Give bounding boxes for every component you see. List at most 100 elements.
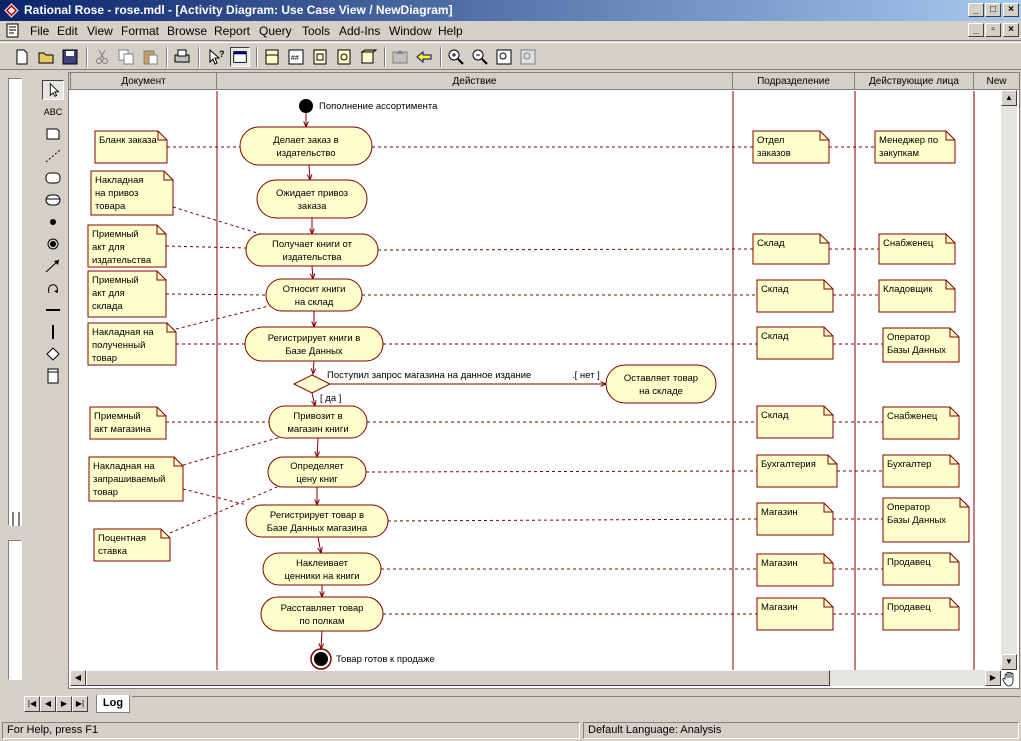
transition-arrow[interactable] <box>314 437 321 459</box>
transition-arrow[interactable] <box>314 487 320 507</box>
browser-view-icon[interactable] <box>230 47 250 67</box>
text-box-tool[interactable]: ABC <box>43 107 63 117</box>
diagram-canvas[interactable]: Документ Действие Подразделение Действую… <box>68 72 1020 689</box>
end-state-icon[interactable] <box>42 234 64 254</box>
cut-icon[interactable] <box>92 47 112 67</box>
scroll-right-button[interactable]: ▶ <box>985 670 1001 686</box>
activity-tool-icon[interactable] <box>42 190 64 210</box>
tab-prev-button[interactable]: ◀ <box>40 696 56 712</box>
document-icon[interactable] <box>5 23 20 38</box>
new-file-icon[interactable] <box>12 47 32 67</box>
scroll-down-button[interactable]: ▼ <box>1001 654 1017 670</box>
swimlane-tool-icon[interactable] <box>42 366 64 386</box>
menu-format[interactable]: Format <box>121 24 160 38</box>
transition-arrow[interactable] <box>330 381 608 387</box>
lane-header-department[interactable]: Подразделение <box>733 73 855 90</box>
transition-arrow[interactable] <box>309 218 315 236</box>
start-state[interactable]: Пополнение ассортимента <box>299 99 438 113</box>
tab-last-button[interactable]: ▶| <box>72 696 88 712</box>
document-note[interactable]: Бланк заказа <box>94 130 168 164</box>
copy-icon[interactable] <box>116 47 136 67</box>
browser-pane-top[interactable] <box>8 78 22 526</box>
decision-tool-icon[interactable] <box>42 344 64 364</box>
hand-pan-icon[interactable] <box>1001 670 1018 687</box>
horizontal-scroll-thumb[interactable] <box>86 670 830 686</box>
scroll-up-button[interactable]: ▲ <box>1001 90 1017 106</box>
class-diagram-icon[interactable] <box>262 47 282 67</box>
department-note[interactable]: Магазин <box>756 502 834 536</box>
tab-log[interactable]: Log <box>96 695 130 713</box>
department-note[interactable]: Склад <box>752 233 830 265</box>
horizontal-sync-icon[interactable] <box>42 300 64 320</box>
actor-note[interactable]: Продавец <box>882 552 960 586</box>
tab-first-button[interactable]: |◀ <box>24 696 40 712</box>
state-transition-icon[interactable] <box>42 256 64 276</box>
decision-node[interactable]: Поступил запрос магазина на данное издан… <box>292 370 600 404</box>
browse-parent-icon[interactable] <box>390 47 410 67</box>
start-state-icon[interactable] <box>42 212 64 232</box>
menu-edit[interactable]: Edit <box>57 24 78 38</box>
paste-icon[interactable] <box>140 47 160 67</box>
department-note[interactable]: Магазин <box>756 553 834 587</box>
actor-note[interactable]: Продавец <box>882 597 960 631</box>
transition-arrow[interactable] <box>310 360 317 376</box>
component-diagram-icon[interactable] <box>310 47 330 67</box>
mdi-restore-button[interactable]: ▫ <box>985 23 1001 37</box>
menu-file[interactable]: File <box>30 24 50 38</box>
department-note[interactable]: Склад <box>756 326 834 360</box>
menu-view[interactable]: View <box>87 24 113 38</box>
statechart-diagram-icon[interactable] <box>334 47 354 67</box>
zoom-out-icon[interactable] <box>470 47 490 67</box>
end-state[interactable]: Товар готов к продаже <box>310 648 435 670</box>
transition-arrow[interactable] <box>311 311 317 329</box>
department-note[interactable]: Склад <box>756 405 834 439</box>
transition-arrow[interactable] <box>306 164 313 182</box>
department-note[interactable]: Бухгалтерия <box>756 454 838 488</box>
interaction-diagram-icon[interactable]: ## <box>286 47 306 67</box>
menu-browse[interactable]: Browse <box>167 24 208 38</box>
transition-arrow[interactable] <box>303 113 309 129</box>
note-tool-icon[interactable] <box>42 124 64 144</box>
state-tool-icon[interactable] <box>42 168 64 188</box>
tab-next-button[interactable]: ▶ <box>56 696 72 712</box>
menu-add-ins[interactable]: Add-Ins <box>339 24 381 38</box>
zoom-in-icon[interactable] <box>446 47 466 67</box>
mdi-close-button[interactable]: × <box>1003 23 1019 37</box>
actor-note[interactable]: Снабженец <box>878 233 956 265</box>
menu-help[interactable]: Help <box>438 24 463 38</box>
vertical-sync-icon[interactable] <box>42 322 64 342</box>
actor-note[interactable]: Кладовщик <box>878 279 956 313</box>
horizontal-scrollbar[interactable]: ◀ ▶ <box>70 670 1001 686</box>
print-icon[interactable] <box>172 47 192 67</box>
lane-header-action[interactable]: Действие <box>217 73 733 90</box>
actor-note[interactable]: Снабженец <box>882 406 960 440</box>
fit-in-window-icon[interactable] <box>494 47 514 67</box>
menu-report[interactable]: Report <box>214 24 251 38</box>
selection-arrow-icon[interactable] <box>42 80 64 100</box>
close-button[interactable]: × <box>1003 3 1019 17</box>
lane-header-actors[interactable]: Действующие лица <box>855 73 974 90</box>
transition-arrow[interactable] <box>319 585 325 599</box>
transition-arrow[interactable] <box>317 536 323 555</box>
actor-note[interactable]: Бухгалтер <box>882 454 960 488</box>
undo-fit-icon[interactable] <box>518 47 538 67</box>
transition-arrow[interactable] <box>311 392 317 408</box>
